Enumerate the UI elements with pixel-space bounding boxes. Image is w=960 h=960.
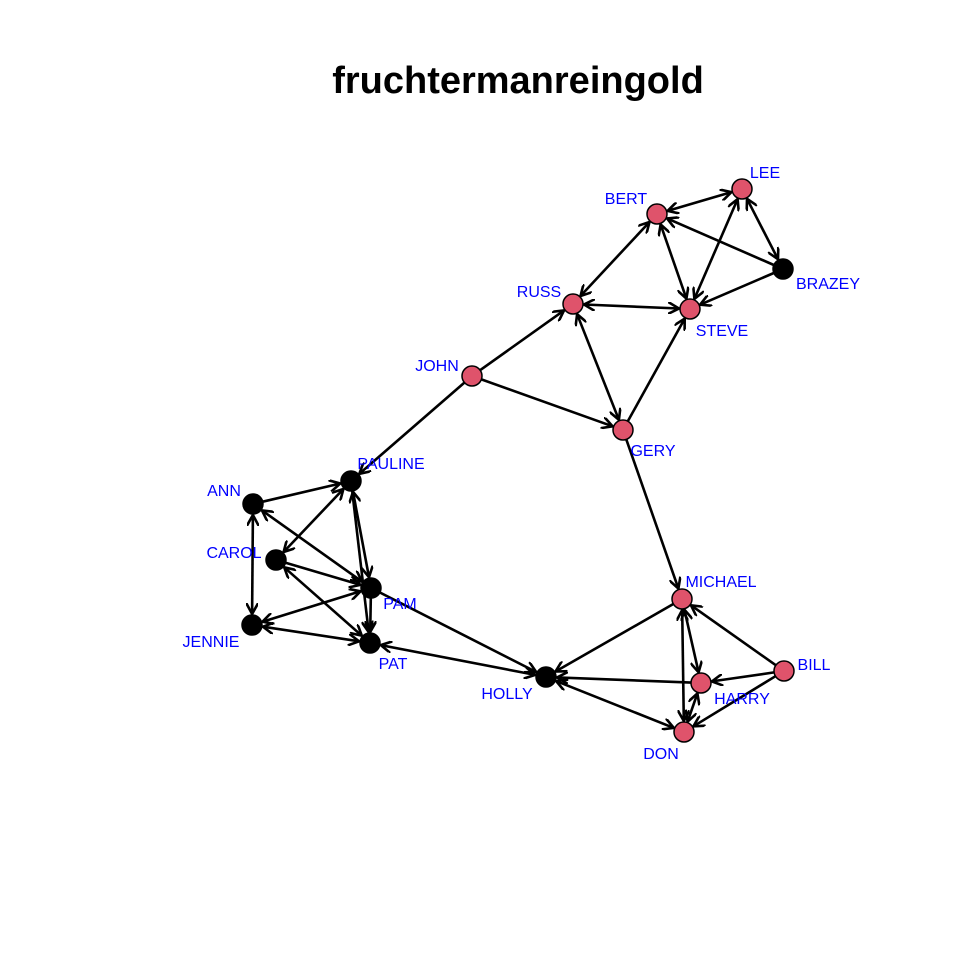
node-pam (360, 577, 382, 599)
edge-gery-michael (625, 438, 678, 588)
node-lee (731, 178, 753, 200)
node-label-john: JOHN (415, 358, 459, 375)
node-jennie (241, 614, 263, 636)
edge-pat-jennie (263, 627, 359, 642)
node-harry (690, 672, 712, 694)
edge-russ-steve (584, 305, 679, 309)
node-carol (265, 549, 287, 571)
edge-michael-harry (684, 610, 698, 673)
node-john (461, 365, 483, 387)
edge-layer (252, 192, 778, 728)
node-pat (359, 632, 381, 654)
node-holly (535, 666, 557, 688)
node-bill (773, 660, 795, 682)
node-label-gery: GERY (630, 443, 675, 460)
node-layer (241, 178, 795, 743)
node-russ (562, 293, 584, 315)
label-layer: LEE BERT BRAZEY STEVE RUSS JOHN GERY PAULINE ANN… (183, 165, 861, 763)
node-label-steve: STEVE (696, 323, 748, 340)
node-label-pam: PAM (383, 596, 416, 613)
node-label-harry: HARRY (714, 691, 770, 708)
edge-lee-brazey (747, 199, 778, 259)
node-label-pauline: PAULINE (357, 456, 424, 473)
edge-ann-pauline (262, 484, 341, 503)
edge-pam-jennie (263, 591, 361, 621)
node-steve (679, 298, 701, 320)
edge-holly-pat (381, 645, 535, 675)
edge-gery-steve (626, 319, 685, 422)
node-label-bill: BILL (798, 657, 831, 674)
node-gery (612, 419, 634, 441)
plot-title: fruchtermanreingold (332, 60, 704, 102)
edge-holly-don (556, 681, 674, 728)
edge-ann-jennie (252, 515, 253, 614)
node-don (673, 721, 695, 743)
edge-bert-steve (661, 224, 687, 298)
edge-bill-harry (712, 671, 775, 681)
edge-michael-don (682, 610, 684, 721)
edge-pam-holly (379, 591, 536, 673)
node-ann (242, 493, 264, 515)
edge-brazey-bert (667, 218, 775, 267)
node-michael (671, 588, 693, 610)
node-label-pat: PAT (379, 656, 408, 673)
edge-bill-don (693, 675, 777, 726)
edge-harry-holly (557, 677, 692, 684)
edge-lee-steve (694, 199, 737, 299)
edge-pauline-pam (353, 492, 369, 577)
edge-john-gery (480, 378, 612, 426)
edge-michael-holly (556, 602, 674, 672)
edge-russ-gery (577, 314, 619, 420)
node-label-holly: HOLLY (481, 686, 533, 703)
edge-john-russ (479, 310, 564, 372)
edge-bill-michael (691, 605, 777, 667)
node-label-bert: BERT (605, 191, 648, 208)
edge-bert-lee (668, 192, 732, 211)
node-label-russ: RUSS (517, 284, 561, 301)
edge-pam-pat (370, 597, 371, 632)
node-label-jennie: JENNIE (183, 634, 240, 651)
edge-carol-pauline (284, 489, 344, 552)
node-label-michael: MICHAEL (685, 574, 756, 591)
node-label-brazey: BRAZEY (796, 276, 860, 293)
edge-john-pauline (359, 381, 466, 474)
edge-harry-don (688, 693, 698, 721)
edge-pauline-pat (350, 490, 369, 632)
edge-bert-russ (581, 222, 650, 296)
node-label-ann: ANN (207, 483, 241, 500)
node-brazey (772, 258, 794, 280)
node-bert (646, 203, 668, 225)
node-label-don: DON (643, 746, 679, 763)
edge-carol-pat (284, 567, 362, 635)
node-pauline (340, 470, 362, 492)
edge-brazey-steve (700, 271, 775, 305)
node-label-carol: CAROL (206, 545, 261, 562)
node-label-lee: LEE (750, 165, 780, 182)
